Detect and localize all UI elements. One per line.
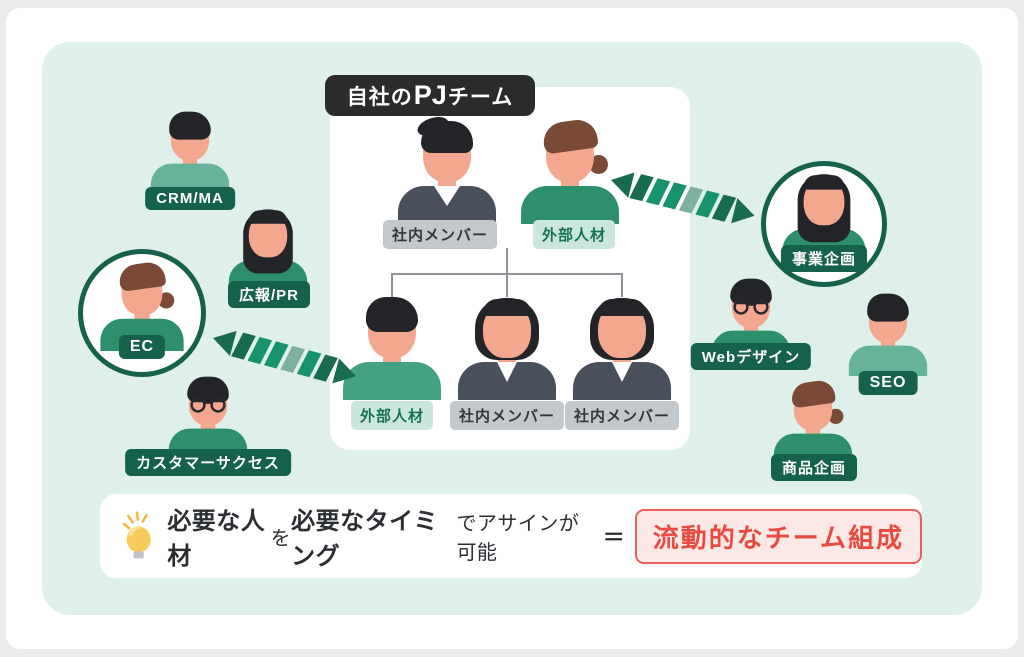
note-seg-2: を bbox=[270, 527, 292, 550]
avatar-internal-member-2 bbox=[455, 298, 559, 400]
role-badge-ec: EC bbox=[118, 335, 166, 359]
note-bar: 必要な人材 を 必要なタイミング でアサインが可能 ＝ 流動的なチーム組成 bbox=[100, 494, 922, 578]
avatar-crm-ma bbox=[148, 111, 231, 194]
member-badge-external-1: 外部人材 bbox=[532, 220, 616, 249]
note-seg-4: でアサインが可能 bbox=[456, 513, 580, 564]
avatar-internal-member-lead bbox=[395, 121, 499, 224]
role-badge-seo: SEO bbox=[858, 371, 918, 395]
business-planning-circle: 事業企画 bbox=[761, 161, 887, 287]
avatar-internal-member-3 bbox=[570, 298, 674, 400]
org-connector-drop-right bbox=[621, 273, 623, 297]
hair-fringe bbox=[803, 175, 845, 190]
org-connector-drop-center bbox=[506, 273, 508, 297]
note-highlight-box: 流動的なチーム組成 bbox=[634, 508, 922, 564]
org-connector-top bbox=[506, 248, 508, 274]
member-badge-external-2: 外部人材 bbox=[350, 401, 434, 430]
hair bbox=[169, 111, 211, 140]
avatar-external-member-2 bbox=[340, 297, 444, 400]
hair bbox=[867, 293, 909, 322]
shirt-collar bbox=[434, 186, 460, 206]
role-badge-product-planning: 商品企画 bbox=[770, 454, 858, 481]
role-badge-web-design: Webデザイン bbox=[690, 343, 812, 370]
avatar-ec bbox=[98, 260, 186, 351]
role-badge-customer-success: カスタマーサクセス bbox=[125, 449, 291, 476]
member-badge-internal-1: 社内メンバー bbox=[382, 220, 498, 249]
avatar-pr bbox=[226, 209, 309, 291]
glasses-icon bbox=[190, 397, 227, 413]
hair-fringe bbox=[248, 210, 288, 224]
hair-fringe bbox=[598, 299, 646, 316]
avatar-business-planning bbox=[780, 174, 868, 261]
title-suffix: チーム bbox=[447, 85, 514, 109]
role-badge-crm-ma: CRM/MA bbox=[145, 187, 235, 210]
title-en: PJ bbox=[413, 80, 447, 110]
note-seg-1: 必要な人材 bbox=[167, 508, 266, 570]
title-prefix: 自社の bbox=[346, 85, 413, 109]
lightbulb-icon bbox=[122, 511, 151, 559]
avatar-customer-success bbox=[166, 376, 249, 459]
member-badge-internal-2: 社内メンバー bbox=[449, 401, 565, 430]
hair bbox=[366, 297, 418, 332]
role-badge-pr: 広報/PR bbox=[227, 281, 311, 308]
glasses-icon bbox=[733, 299, 770, 315]
member-badge-internal-3: 社内メンバー bbox=[564, 401, 680, 430]
avatar-external-member-lead bbox=[518, 117, 622, 224]
hair-fringe bbox=[483, 299, 531, 316]
note-text: 必要な人材 を 必要なタイミング でアサインが可能 ＝ bbox=[167, 501, 634, 571]
shirt-collar bbox=[612, 362, 632, 382]
avatar-product-planning bbox=[771, 378, 854, 464]
ec-circle: EC bbox=[78, 249, 206, 377]
note-seg-3: 必要なタイミング bbox=[291, 508, 439, 570]
shirt-collar bbox=[497, 362, 517, 382]
avatar-seo bbox=[846, 293, 929, 376]
org-connector-drop-left bbox=[391, 273, 393, 297]
equals-sign: ＝ bbox=[602, 525, 625, 550]
role-badge-business-planning: 事業企画 bbox=[780, 245, 868, 272]
hair bbox=[421, 121, 473, 153]
